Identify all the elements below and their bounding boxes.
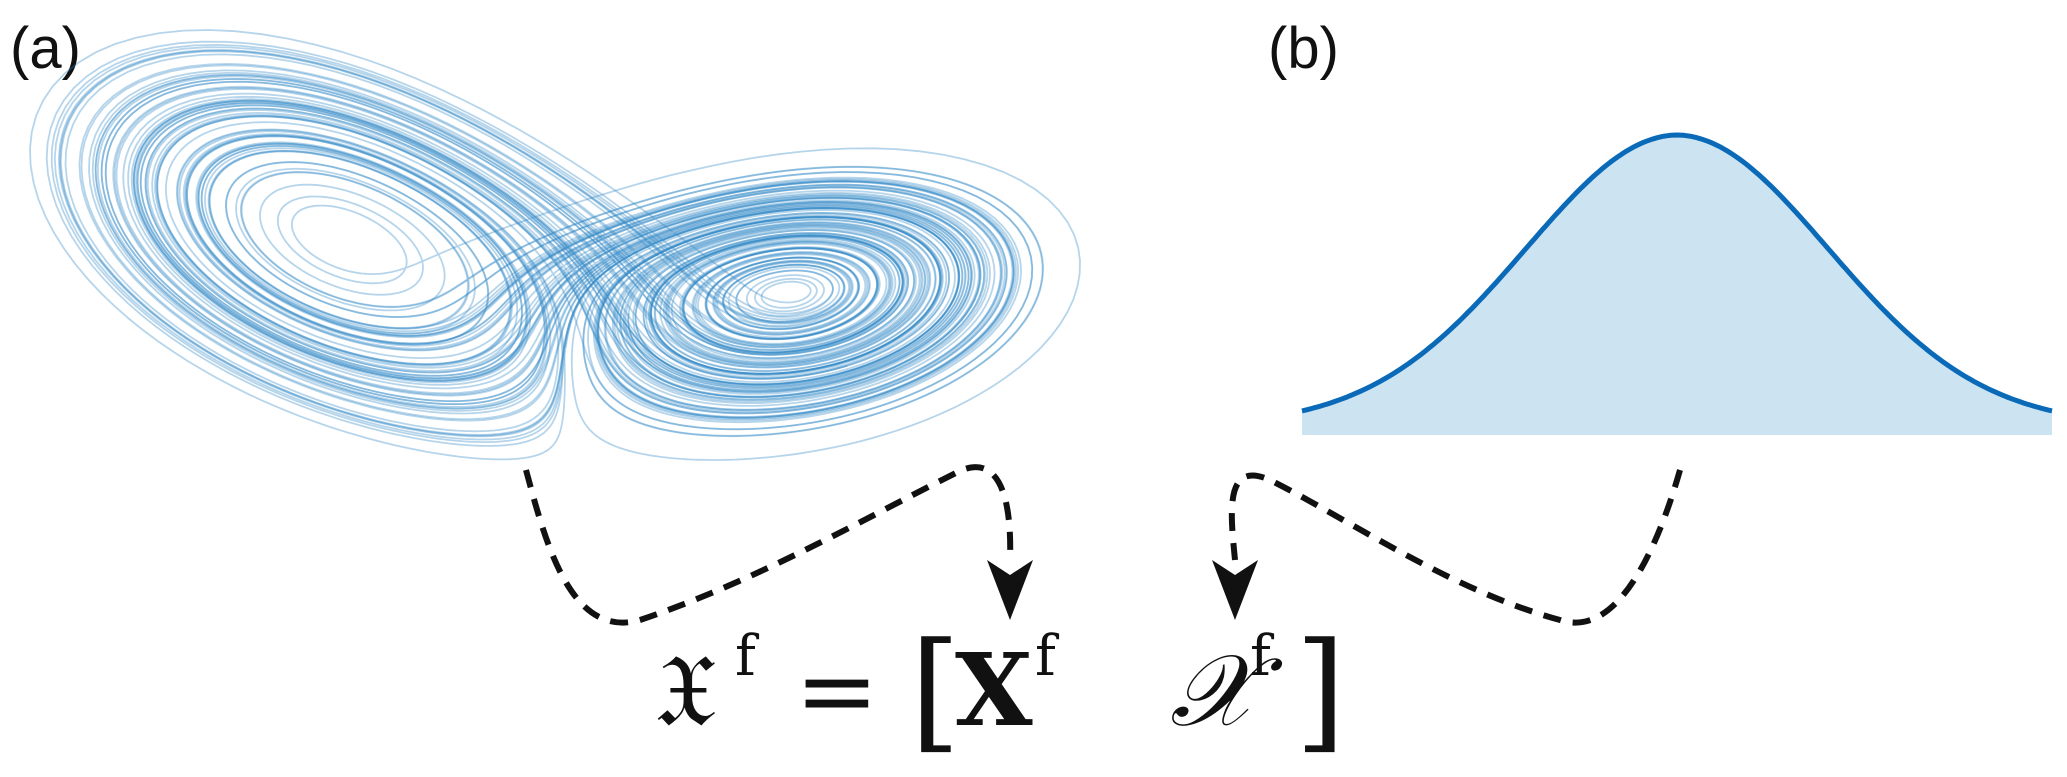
attractor-segment bbox=[50, 43, 980, 443]
attractor-segment bbox=[100, 77, 1008, 415]
equation-term2-superscript: f bbox=[1250, 624, 1275, 689]
attractor-trajectory bbox=[29, 29, 1081, 461]
attractor-segment bbox=[136, 102, 986, 412]
attractor-segment bbox=[59, 49, 970, 437]
attractor-segment bbox=[88, 69, 1023, 424]
attractor-segment bbox=[45, 40, 1003, 447]
equation-term1-superscript: f bbox=[1035, 624, 1060, 689]
arrow-right-head-icon bbox=[1212, 560, 1258, 620]
attractor-segment bbox=[59, 50, 976, 436]
gaussian-distribution bbox=[1301, 132, 2053, 435]
equation-open-bracket: [ bbox=[910, 614, 961, 766]
attractor-segment bbox=[127, 95, 1044, 437]
attractor-segment bbox=[113, 86, 1017, 421]
dashed-arrow-right bbox=[1228, 469, 1683, 626]
attractor-segment bbox=[204, 147, 1020, 422]
attractor-segment bbox=[53, 46, 1016, 441]
attractor-segment bbox=[100, 78, 1045, 438]
attractor-segment bbox=[91, 71, 1034, 431]
attractor-segment bbox=[112, 85, 1081, 461]
equation-lhs-symbol: 𝔛 bbox=[655, 632, 716, 749]
equation-equals: = bbox=[795, 632, 879, 749]
attractor-segment bbox=[64, 53, 1004, 433]
equation: 𝔛 f = [ X f 𝒳 f ] bbox=[655, 614, 1346, 766]
panel-label-a: (a) bbox=[10, 16, 81, 81]
equation-lhs-superscript: f bbox=[735, 624, 760, 689]
gaussian-curve bbox=[1301, 132, 2053, 414]
attractor-segment bbox=[96, 75, 1015, 419]
arrow-right bbox=[1212, 469, 1683, 626]
attractor-segment bbox=[78, 62, 1015, 422]
equation-close-bracket: ] bbox=[1295, 614, 1346, 766]
attractor-segment bbox=[29, 29, 1002, 461]
attractor-segment bbox=[80, 64, 1034, 431]
dashed-arrow-left bbox=[523, 464, 1014, 626]
arrow-left-head-icon bbox=[987, 560, 1033, 620]
equation-term1-symbol: X bbox=[955, 631, 1033, 749]
panel-label-b: (b) bbox=[1268, 16, 1339, 81]
gaussian-fill bbox=[1302, 135, 2052, 435]
arrow-left bbox=[523, 464, 1033, 626]
attractor-segment bbox=[57, 49, 970, 438]
